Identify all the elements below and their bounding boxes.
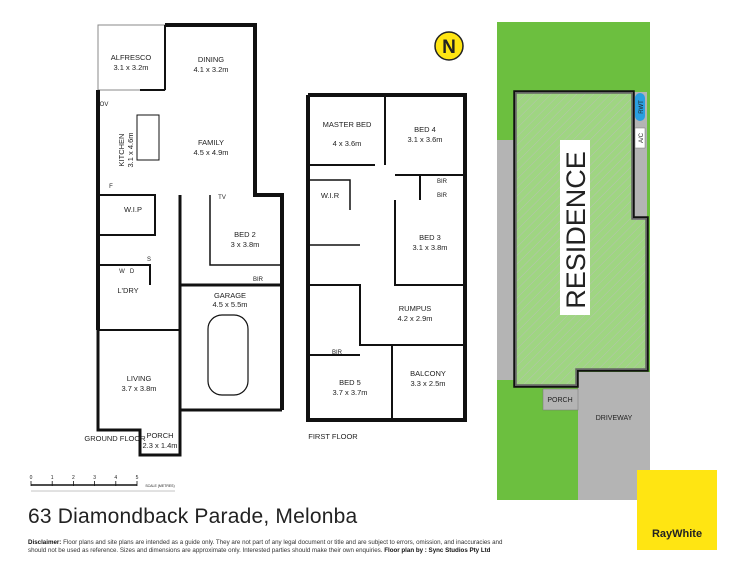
room-bed4-size: 3.1 x 3.6m — [407, 135, 442, 144]
disclaimer-title: Disclaimer: — [28, 539, 62, 546]
scale-bar: 0 1 2 3 4 5 SCALE (METRES) — [30, 475, 175, 492]
room-family: FAMILY — [198, 138, 224, 147]
room-kitchen-size: 3.1 x 4.6m — [126, 132, 135, 167]
rainwater-tank — [635, 93, 645, 121]
first-floor-plan — [306, 93, 467, 422]
scale-tick-label: 3 — [93, 475, 96, 481]
room-bed2: BED 2 — [234, 230, 256, 239]
room-bed5-size: 3.7 x 3.7m — [332, 388, 367, 397]
room-living: LIVING — [127, 374, 152, 383]
washer-label: W — [119, 269, 125, 275]
room-garage-size: 4.5 x 5.5m — [212, 300, 247, 309]
oven-label: OV — [100, 102, 109, 108]
room-wip: W.I.P — [124, 205, 142, 214]
room-porch: PORCH — [146, 431, 173, 440]
scale-label: SCALE (METRES) — [145, 484, 174, 488]
room-alfresco-size: 3.1 x 3.2m — [113, 63, 148, 72]
room-bed5: BED 5 — [339, 378, 361, 387]
driveway-label: DRIVEWAY — [596, 415, 633, 422]
side-path — [633, 92, 647, 220]
bir-label: BIR — [437, 193, 448, 199]
master-bed-name: MASTER BED — [323, 120, 372, 129]
room-garage: GARAGE — [214, 291, 246, 300]
room-master-bed: MASTER BED — [323, 120, 372, 129]
fridge-label: F — [109, 184, 113, 190]
room-porch-size: 2.3 x 1.4m — [142, 441, 177, 450]
residence-label: RESIDENCE — [561, 151, 591, 309]
brand-name: RayWhite — [651, 528, 703, 540]
side-path — [497, 140, 515, 380]
north-compass-icon: N — [434, 31, 464, 61]
room-bed2-size: 3 x 3.8m — [231, 240, 260, 249]
room-bed3-size: 3.1 x 3.8m — [412, 243, 447, 252]
disclaimer-text: Floor plans and site plans are intended … — [28, 539, 503, 554]
room-balcony-size: 3.3 x 2.5m — [410, 379, 445, 388]
ground-floor-label: GROUND FLOOR — [84, 434, 146, 443]
room-dining: DINING — [198, 55, 224, 64]
compass-label: N — [442, 37, 456, 58]
room-family-size: 4.5 x 4.9m — [193, 148, 228, 157]
ground-floor-plan — [96, 23, 284, 457]
room-living-size: 3.7 x 3.8m — [121, 384, 156, 393]
scale-tick-label: 2 — [72, 475, 75, 481]
room-alfresco: ALFRESCO — [111, 53, 152, 62]
bir-label: BIR — [437, 179, 448, 185]
porch-label: PORCH — [547, 397, 572, 404]
room-laundry: L'DRY — [117, 286, 138, 295]
first-floor-label: FIRST FLOOR — [308, 432, 358, 441]
sink-label: S — [147, 257, 151, 263]
scale-tick-label: 1 — [51, 475, 54, 481]
property-address: 63 Diamondback Parade, Melonba — [28, 505, 358, 528]
scale-tick-label: 5 — [136, 475, 139, 481]
room-kitchen: KITCHEN — [117, 134, 126, 167]
rwt-label: RWT — [639, 100, 645, 114]
room-master-bed-size: 4 x 3.6m — [333, 139, 362, 148]
scale-tick-label: 0 — [30, 475, 33, 481]
raywhite-logo: RayWhite — [637, 470, 717, 550]
ground-floor-labels: ALFRESCO 3.1 x 3.2m DINING 4.1 x 3.2m FA… — [84, 53, 263, 450]
bir-label: BIR — [332, 350, 343, 356]
site-plan: RESIDENCE RWT A/C PORCH DRIVEWAY — [497, 22, 650, 500]
room-bed3: BED 3 — [419, 233, 441, 242]
room-balcony: BALCONY — [410, 369, 446, 378]
dryer-label: D — [130, 269, 135, 275]
room-rumpus: RUMPUS — [399, 304, 432, 313]
floor-plan-credit: Floor plan by : Sync Studios Pty Ltd — [384, 547, 491, 554]
room-bed4: BED 4 — [414, 125, 436, 134]
room-dining-size: 4.1 x 3.2m — [193, 65, 228, 74]
porch-area — [542, 388, 579, 411]
bir-label: BIR — [253, 277, 264, 283]
tv-label: TV — [218, 195, 226, 201]
ac-label: A/C — [639, 132, 645, 143]
disclaimer: Disclaimer: Floor plans and site plans a… — [28, 539, 518, 555]
scale-tick-label: 4 — [114, 475, 117, 481]
room-wir: W.I.R — [321, 191, 340, 200]
first-floor-labels: MASTER BED 4 x 3.6m BED 4 3.1 x 3.6m W.I… — [308, 120, 447, 441]
room-rumpus-size: 4.2 x 2.9m — [397, 314, 432, 323]
